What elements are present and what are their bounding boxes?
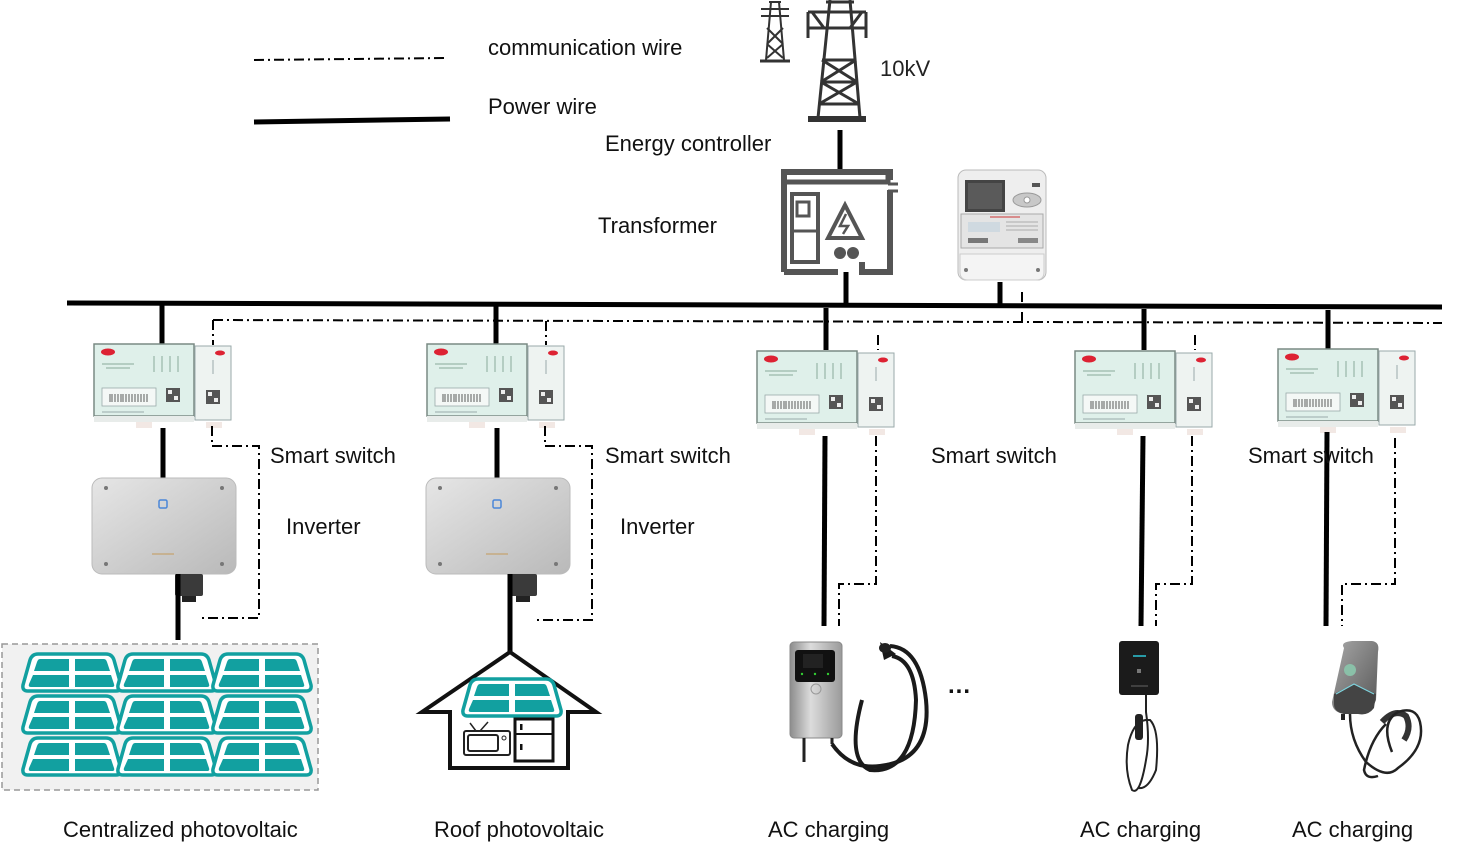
more-chargers-ellipsis: ... [948,672,971,699]
energy-controller-label: Energy controller [605,131,771,156]
legend-power-wire-label: Power wire [488,94,597,119]
voltage-label: 10kV [880,56,930,81]
transformer-label: Transformer [598,213,717,238]
branch-ac-charging-2: AC charging [1074,309,1213,842]
branch-ac-charging-1: Smart switch ... AC charging [756,308,1057,842]
legend-power-wire-sample [253,116,451,125]
smart-switch-label: Smart switch [931,443,1057,468]
ac-charging-2-label: AC charging [1080,817,1201,842]
inverter-label: Inverter [286,514,361,539]
smart-switch-icon[interactable] [756,350,895,436]
small-transmission-tower-icon [760,1,790,63]
smart-switch-icon[interactable] [93,343,232,429]
ac-charger-1-icon [789,641,929,773]
main-power-bus [66,300,1443,310]
inverter-icon[interactable] [91,477,237,603]
inverter-label: Inverter [620,514,695,539]
smart-switch-icon[interactable] [1277,348,1416,434]
house-with-solar-icon [415,649,603,770]
legend: communication wire Power wire [253,35,682,125]
transformer-icon [781,169,898,275]
smart-switch-label: Smart switch [1248,443,1374,468]
ac-charger-2-icon [1119,641,1159,792]
transmission-tower-icon [806,0,868,122]
branch-centralized-pv: Smart switch Inverter Centralized photov… [1,305,396,842]
inverter-icon[interactable] [425,477,571,603]
smart-switch-icon[interactable] [426,343,565,429]
ac-charger-3-icon [1332,641,1423,779]
smart-switch-label: Smart switch [270,443,396,468]
solar-panel-array-icon [21,652,313,777]
smart-switch-icon[interactable] [1074,350,1213,436]
refrigerator-icon [513,717,555,763]
branch-roof-pv: Smart switch Inverter Roof photovoltaic [415,305,731,842]
branch-ac-charging-3: Smart switch AC charging [1248,310,1423,842]
roof-pv-label: Roof photovoltaic [434,817,604,842]
tv-icon [463,721,511,756]
ac-charging-3-label: AC charging [1292,817,1413,842]
centralized-pv-label: Centralized photovoltaic [63,817,298,842]
smart-switch-label: Smart switch [605,443,731,468]
energy-controller-meter-icon [957,169,1047,281]
legend-communication-wire-sample [253,57,449,61]
legend-communication-wire-label: communication wire [488,35,682,60]
ac-charging-1-label: AC charging [768,817,889,842]
